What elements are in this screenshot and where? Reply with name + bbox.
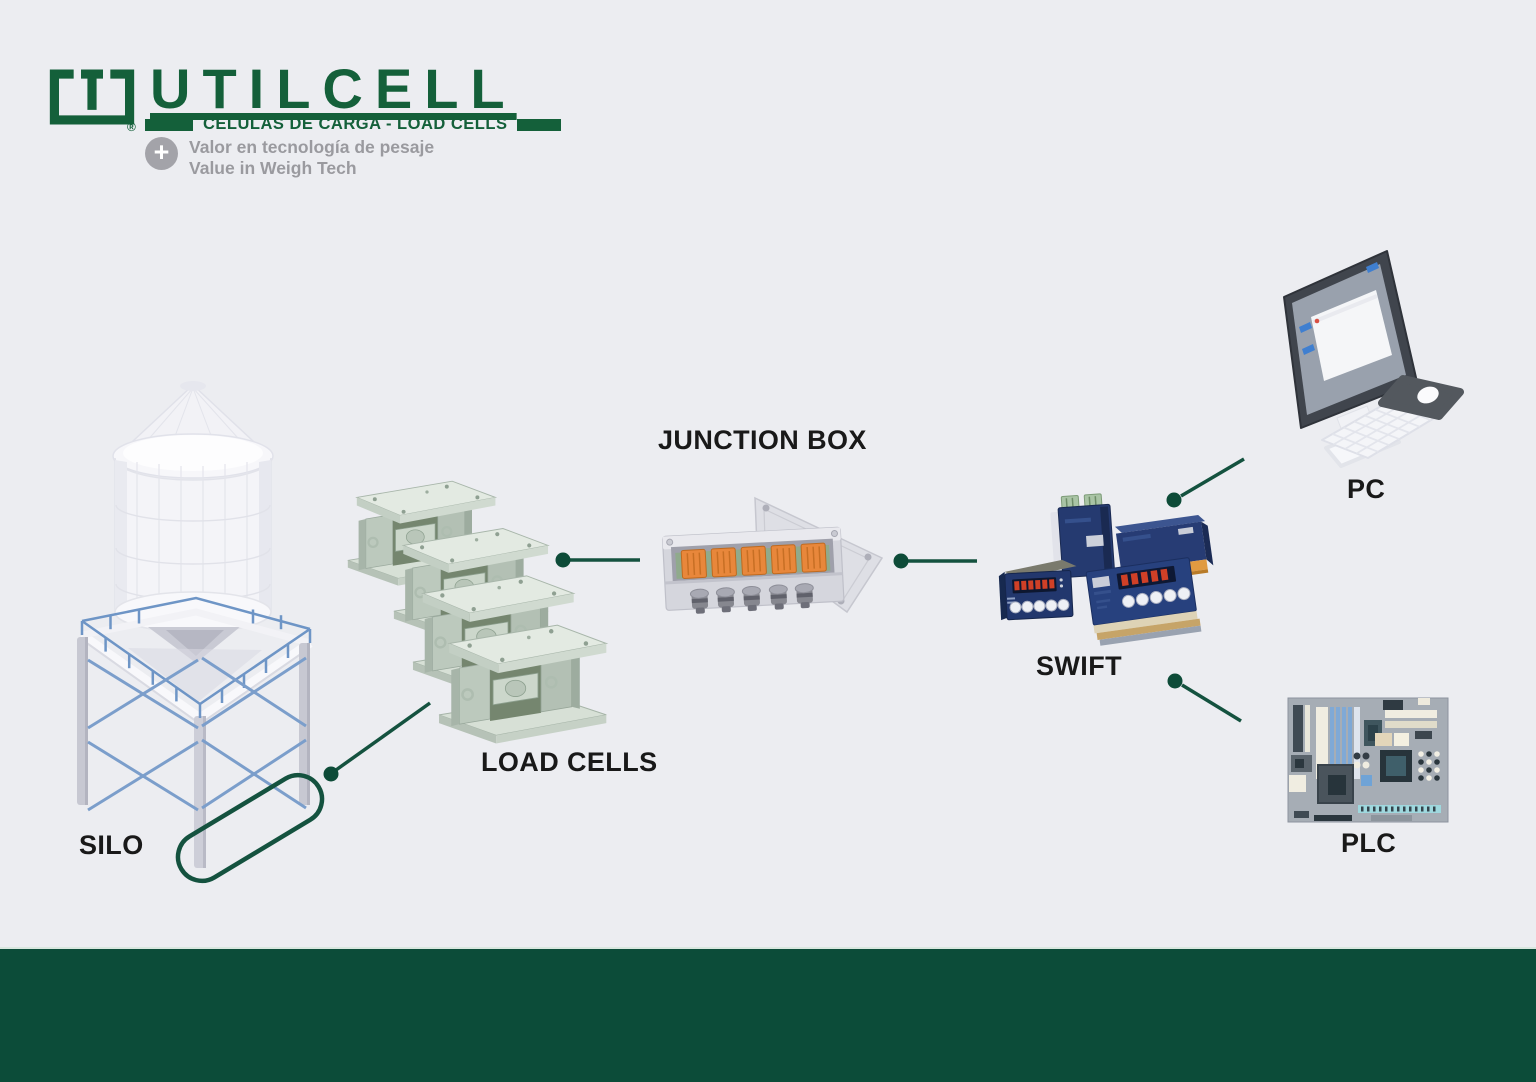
slogan: + Valor en tecnología de pesaje Value in… (145, 137, 434, 180)
plus-icon: + (145, 137, 178, 170)
connector-silo-loadcells (323, 701, 432, 782)
connector-junctionbox-swift (893, 553, 977, 569)
junction-box-illustration (661, 496, 884, 614)
mouse (1417, 386, 1439, 404)
cable-loop (175, 772, 325, 884)
silo-stand (77, 596, 313, 868)
slogan-line-es: Valor en tecnología de pesaje (189, 137, 435, 157)
truss-braces (87, 656, 307, 812)
tagline: CELULAS DE CARGA - LOAD CELLS (145, 115, 562, 134)
load-cells-label: LOAD CELLS (481, 747, 658, 777)
tagline-bar-right (517, 118, 562, 131)
pc-illustration (1283, 250, 1464, 468)
connector-swift-plc (1167, 673, 1242, 723)
utilcell-logo: UTILCELL ® CELULAS DE CARGA - LOAD CELLS… (44, 57, 564, 184)
silo-label: SILO (79, 830, 144, 860)
swift-indicator (1085, 557, 1202, 646)
slogan-text: Valor en tecnología de pesaje Value in W… (189, 137, 434, 180)
mousepad (1378, 375, 1464, 420)
slogan-line-en: Value in Weigh Tech (189, 158, 357, 179)
plc-illustration (1287, 697, 1449, 823)
load-cells-illustration (346, 480, 608, 745)
swift-illustration (998, 493, 1214, 646)
connector-loadcells-junctionbox (555, 552, 640, 568)
swift-din-module (1050, 493, 1116, 579)
monitor (1283, 250, 1418, 429)
cable-glands (689, 583, 814, 614)
connector-swift-pc (1166, 457, 1245, 508)
swift-panel-meter (998, 559, 1077, 621)
brand-wordmark: UTILCELL (150, 57, 517, 120)
junction-box-body (661, 526, 845, 614)
tagline-bar-left (145, 118, 193, 131)
terminal-blocks (680, 542, 827, 579)
junction-box-label: JUNCTION BOX (658, 425, 867, 455)
registered-trademark: ® (127, 120, 136, 134)
footer-bar (0, 947, 1536, 1082)
tagline-text: CELULAS DE CARGA - LOAD CELLS (203, 115, 508, 133)
plc-label: PLC (1341, 828, 1397, 858)
platform-railing (80, 596, 312, 718)
utilcell-monogram-icon (49, 69, 135, 125)
swift-label: SWIFT (1036, 651, 1122, 681)
pc-label: PC (1347, 474, 1386, 504)
